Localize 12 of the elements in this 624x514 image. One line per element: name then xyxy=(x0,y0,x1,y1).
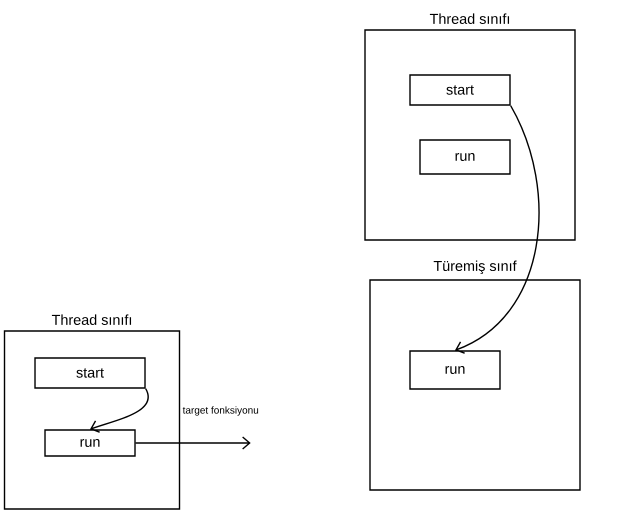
node-label: Thread sınıfı xyxy=(52,314,132,325)
arrow xyxy=(455,105,540,354)
edge-label: target fonksiyonu xyxy=(182,406,258,416)
node-label: Türemiş sınıf xyxy=(434,260,517,274)
method-box: start xyxy=(34,357,146,389)
node-label: Thread sınıfı xyxy=(430,13,510,24)
method-box: run xyxy=(419,139,511,175)
arrow xyxy=(136,436,251,450)
method-box: run xyxy=(44,429,136,457)
method-box: start xyxy=(409,74,511,106)
method-box: run xyxy=(409,350,501,390)
arrow xyxy=(90,388,149,433)
